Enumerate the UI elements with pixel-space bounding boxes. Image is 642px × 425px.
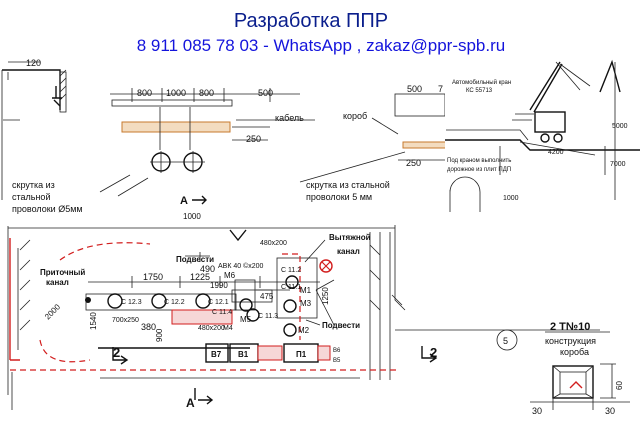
riser-block (276, 257, 318, 319)
label-m2: М2 (298, 326, 310, 335)
dim-5000: 5000 (612, 123, 628, 130)
label-475: 475 (260, 292, 274, 301)
crane-body (534, 111, 566, 133)
axis-marker-5-label: 5 (503, 336, 508, 346)
twist-label-2a: скрутка из стальной (306, 180, 390, 190)
crane-detail: Автомобильный кран КС 55713 5000 4200 70… (445, 55, 640, 212)
dim-800-a: 800 (137, 88, 152, 98)
dim-490: 490 (200, 264, 215, 274)
duct-red (171, 309, 233, 325)
label-avk: АВК 40 ©х200 (218, 262, 264, 270)
label-m5: М5 (240, 315, 252, 324)
label-c113: С 11.3 (258, 313, 278, 320)
dim-500-a: 500 (258, 88, 273, 98)
dim-60: 60 (615, 381, 624, 390)
crane-model: КС 55713 (466, 88, 493, 94)
label-podvesti-1: Подвести (176, 255, 214, 264)
label-exhaust-2: канал (337, 247, 360, 256)
dim-30-right: 30 (605, 406, 615, 416)
section-2-title: 2 Т№10 (550, 321, 590, 333)
section-mark-2-left: 2 (113, 345, 120, 360)
wall-section-detail: 120 (1, 58, 67, 200)
section-mark-2-right: 2 (430, 345, 437, 360)
duct-box (121, 121, 231, 133)
label-m3: М3 (300, 299, 312, 308)
wall-dimension: 120 (26, 58, 41, 68)
twist-label-1c: проволоки Ø5мм (12, 204, 83, 214)
dim-4200: 4200 (548, 149, 564, 156)
cable-tray (111, 99, 233, 107)
crane-fragment: 1000 (503, 195, 519, 202)
label-m1: М1 (300, 286, 312, 295)
contact-line: 8 911 085 78 03 - WhatsApp , zakaz@ppr-s… (136, 36, 506, 55)
cable-label: кабель (275, 113, 304, 123)
dim-250-b: 250 (406, 158, 421, 168)
twist-label-2b: проволоки 5 мм (306, 192, 372, 202)
dim-250-a: 250 (246, 134, 261, 144)
section-mark-a-bottom: А (186, 396, 195, 410)
label-c111: С 11.1 (281, 284, 301, 291)
dim-7000: 7000 (610, 161, 626, 168)
label-1250: 1250 (321, 287, 330, 305)
label-c114: С 11.4 (212, 309, 232, 316)
label-b5: В5 (333, 358, 341, 364)
duct-section-box (552, 365, 594, 399)
section-mark-bottom: А (100, 377, 360, 410)
dim-7: 7 (438, 84, 443, 94)
wall-hatch (59, 71, 67, 113)
axis-marker-5 (496, 329, 518, 351)
block-b7 (205, 343, 229, 363)
crane-label-1: Автомобильный кран (452, 79, 511, 86)
dim-900: 900 (155, 328, 164, 342)
ventilation-plan: Приточный канал 2000 1540 1750 1225 490 … (7, 225, 600, 410)
label-b1: В1 (238, 350, 249, 359)
label-b6: В6 (333, 348, 341, 354)
dim-380: 380 (141, 322, 156, 332)
label-480x200-a: 480х200 (198, 325, 225, 332)
label-b7: В7 (211, 350, 222, 359)
label-c123: С 12.3 (121, 299, 142, 306)
duct-construction-detail: 2 Т№10 конструкция короба 60 30 30 (530, 321, 630, 416)
dim-1000: 1000 (166, 88, 186, 98)
dim-1540: 1540 (89, 312, 98, 330)
fragment-text: 1000 (183, 212, 201, 221)
cable-section-detail: 800 1000 800 500 кабель 250 скрутка из с… (12, 88, 315, 221)
twist-label-1b: стальной (12, 192, 50, 202)
construction-label-2: короба (560, 347, 589, 357)
crane-note-2: Под краном выполнить (447, 158, 511, 164)
fan-m5 (239, 298, 253, 312)
page-title: Разработка ППР (233, 10, 389, 32)
crane-note-3: дорожное из плит ПДП (447, 167, 511, 173)
dim-500-b: 500 (407, 84, 422, 94)
twist-label-1a: скрутка из (12, 180, 55, 190)
label-m6: М6 (224, 271, 236, 280)
label-c121: С 12.1 (208, 299, 229, 306)
duct-box-2 (402, 141, 448, 149)
label-supply-2: канал (46, 278, 69, 287)
construction-label-1: конструкция (545, 336, 596, 346)
label-480x200-b: 480х200 (260, 240, 287, 247)
dim-1225: 1225 (190, 272, 210, 282)
dim-30-left: 30 (532, 406, 542, 416)
duct-label: короб (343, 111, 367, 121)
label-exhaust-1: Вытяжной (329, 233, 371, 242)
label-supply-1: Приточный (40, 268, 85, 277)
dim-1750: 1750 (143, 272, 163, 282)
dim-2000: 2000 (43, 302, 62, 321)
label-c112: С 11.2 (281, 267, 301, 274)
section-mark-a-top: А (180, 195, 188, 207)
duct-frame (394, 93, 446, 117)
label-c122: С 12.2 (164, 299, 185, 306)
label-700x250: 700х250 (112, 317, 139, 324)
duct-detail: 500 7 короб 250 скрутка из стальной пров… (299, 84, 448, 202)
label-m4: М4 (223, 325, 233, 332)
dim-800-b: 800 (199, 88, 214, 98)
label-1990: 1990 (210, 281, 228, 290)
label-p1: П1 (296, 350, 307, 359)
label-podvesti-2: Подвести (322, 321, 360, 330)
